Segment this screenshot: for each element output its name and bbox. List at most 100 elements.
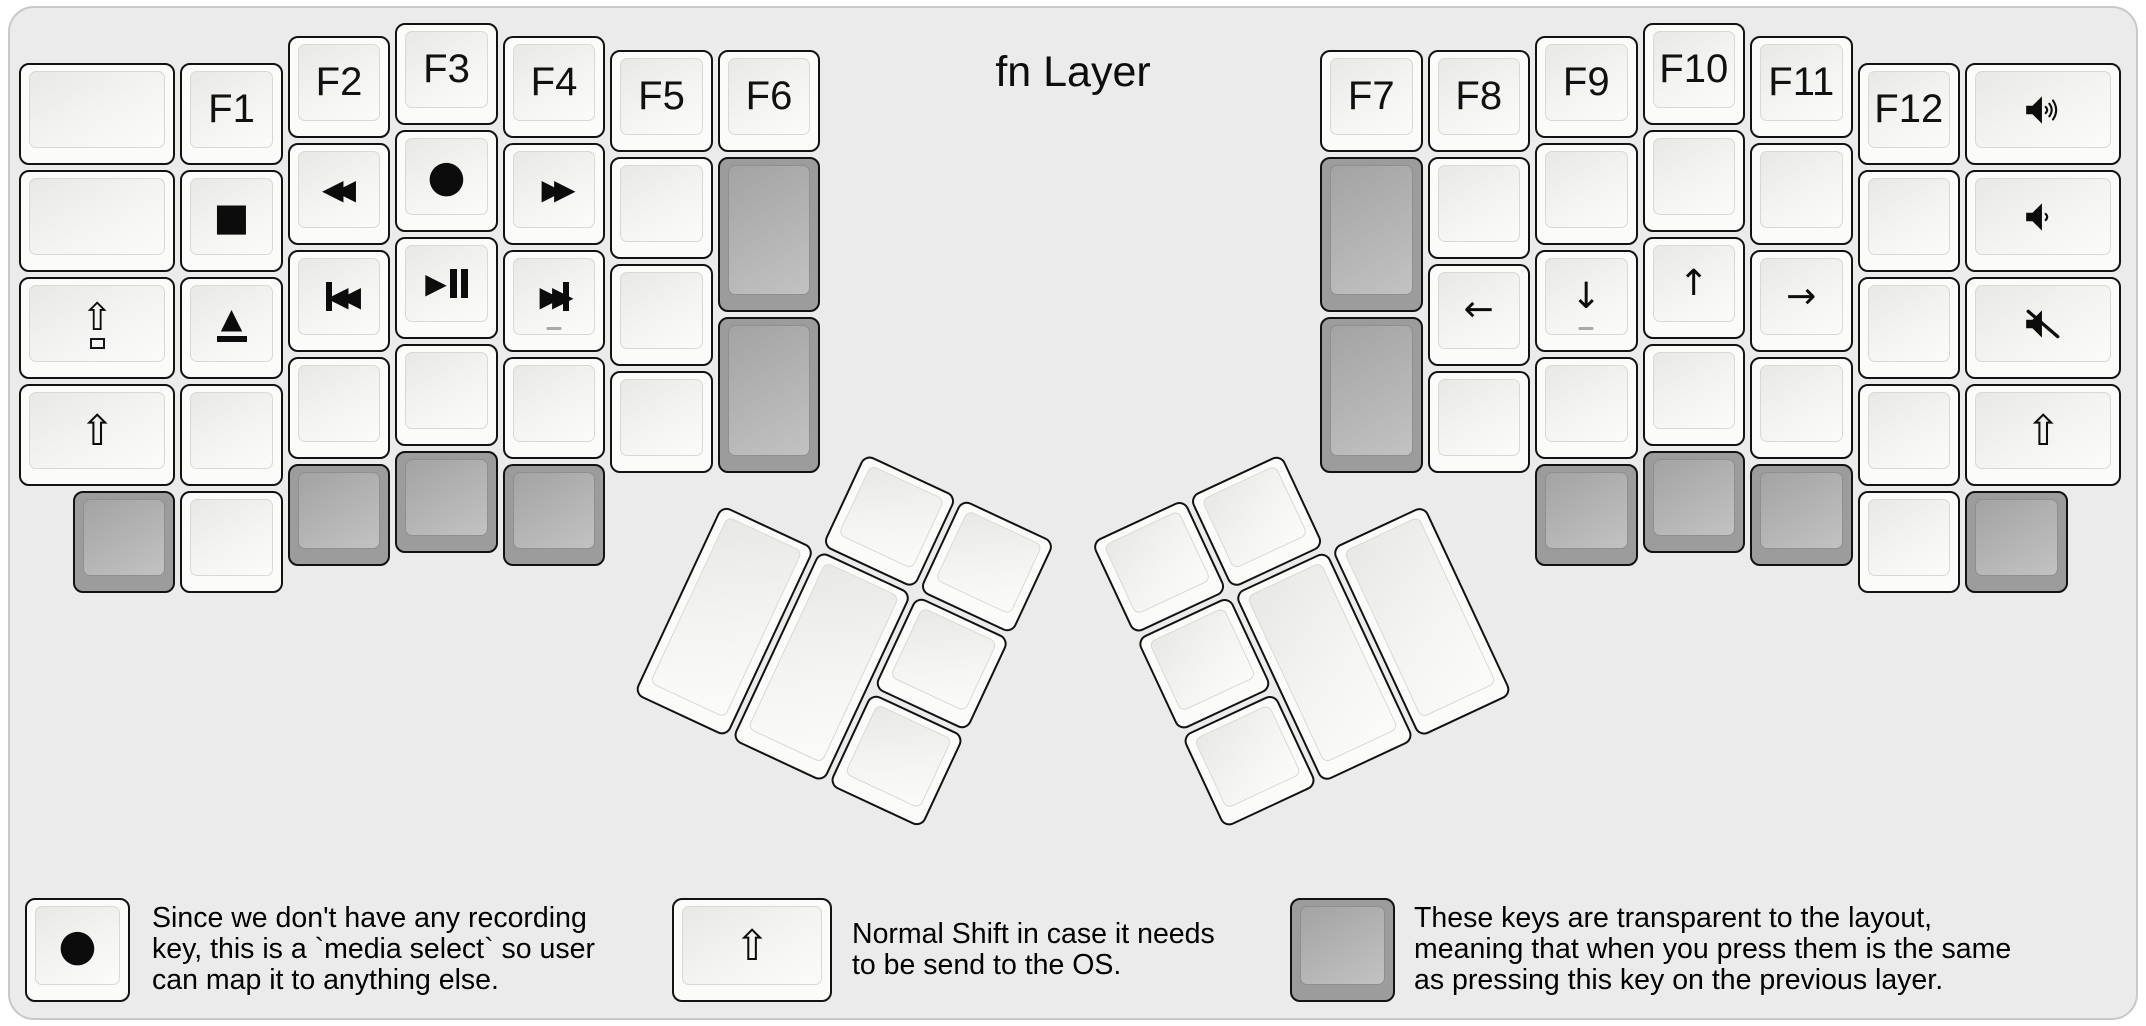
keycap-top [82, 499, 166, 577]
keycap-top [620, 164, 703, 242]
key-volume-down[interactable] [1965, 170, 2122, 273]
key-transparent[interactable] [1750, 464, 1853, 567]
key-blank[interactable] [1857, 170, 1960, 273]
key-blank[interactable] [395, 344, 498, 446]
key-blank[interactable] [19, 170, 176, 273]
keycap-top [1148, 607, 1256, 713]
key-label: F2 [315, 60, 363, 105]
key-shift[interactable]: ⇧ [19, 384, 176, 487]
key-f2[interactable]: F2 [287, 36, 391, 139]
key-transparent[interactable] [717, 156, 821, 313]
key-f11[interactable]: F11 [1750, 36, 1853, 139]
key-transparent[interactable] [1965, 491, 2068, 594]
key-blank[interactable] [19, 63, 176, 166]
keycap-top: ▲ [190, 285, 273, 363]
keycap-top [405, 352, 488, 429]
keycap-top: F10 [1652, 31, 1735, 108]
key-transparent[interactable] [395, 451, 498, 553]
key-f3[interactable]: F3 [395, 23, 498, 125]
key-blank[interactable] [610, 156, 713, 259]
key-prev-track[interactable]: ◀◀ [287, 250, 391, 353]
key-f9[interactable]: F9 [1535, 36, 1638, 139]
keycap-top: ▶▶ [512, 258, 596, 336]
key-mute[interactable] [1965, 277, 2122, 380]
key-blank[interactable] [287, 357, 391, 460]
keycap-top: F4 [512, 44, 596, 122]
key-blank[interactable] [1857, 277, 1960, 380]
keycap-top [405, 459, 488, 536]
key-transparent[interactable] [1320, 156, 1423, 313]
keycap-top [1760, 151, 1843, 229]
key-next-track[interactable]: ▶▶ [502, 250, 606, 353]
shift-icon: ⇧ [79, 405, 115, 455]
key-transparent[interactable] [1642, 451, 1745, 553]
key-blank[interactable] [610, 370, 713, 473]
key-arrow-left[interactable]: ← [1427, 263, 1530, 366]
keycap-top [1867, 285, 1950, 363]
key-blank[interactable] [1427, 370, 1530, 473]
key-blank[interactable] [1857, 491, 1960, 594]
key-rewind[interactable]: ◀◀ [287, 143, 391, 246]
key-f7[interactable]: F7 [1320, 49, 1423, 152]
keycap-top [1975, 285, 2112, 363]
keycap-top: ↑ [1652, 245, 1735, 322]
keycap-top [1193, 704, 1301, 810]
keycap-top [1975, 178, 2112, 256]
keycap-top [1975, 71, 2112, 149]
key-arrow-right[interactable]: → [1750, 250, 1853, 353]
keycap-top: F5 [620, 57, 703, 135]
key-f5[interactable]: F5 [610, 49, 713, 152]
keycap-top [1437, 378, 1520, 456]
key-transparent[interactable] [502, 464, 606, 567]
key-blank[interactable] [1535, 357, 1638, 460]
key-arrow-up[interactable]: ↑ [1642, 237, 1745, 339]
key-fast-forward[interactable]: ▶▶ [502, 143, 606, 246]
key-transparent[interactable] [1320, 317, 1423, 473]
key-record[interactable]: ● [395, 130, 498, 232]
key-blank[interactable] [1535, 143, 1638, 246]
key-transparent[interactable] [287, 464, 391, 567]
key-transparent[interactable] [717, 317, 821, 473]
key-caps-lock[interactable]: ⇧ [19, 277, 176, 380]
caps-lock-icon: ⇧ [81, 298, 113, 350]
key-blank[interactable] [1642, 130, 1745, 232]
keycap-top: F2 [297, 44, 381, 122]
key-f4[interactable]: F4 [502, 36, 606, 139]
key-arrow-down[interactable]: ↓ [1535, 250, 1638, 353]
key-f1[interactable]: F1 [180, 63, 283, 166]
key-blank[interactable] [180, 384, 283, 487]
keycap-top: ↓ [1545, 258, 1628, 336]
key-blank[interactable] [1427, 156, 1530, 259]
key-blank[interactable] [1750, 143, 1853, 246]
keycap-top [1760, 365, 1843, 443]
shift-icon: ⇧ [2025, 405, 2061, 455]
front-print-dash [546, 327, 562, 331]
key-blank[interactable] [1642, 344, 1745, 446]
key-blank[interactable] [1857, 384, 1960, 487]
key-blank[interactable] [502, 357, 606, 460]
keycap-top [889, 606, 998, 712]
key-transparent[interactable] [1535, 464, 1638, 567]
key-play-pause[interactable]: ▶ [395, 237, 498, 339]
key-f8[interactable]: F8 [1427, 49, 1530, 152]
keycap-top [29, 71, 166, 149]
keycap-top: ⇧ [1975, 392, 2112, 470]
key-blank[interactable] [610, 263, 713, 366]
eject-icon: ▲ [216, 305, 247, 343]
key-blank[interactable] [1750, 357, 1853, 460]
key-f10[interactable]: F10 [1642, 23, 1745, 125]
keycap-top [1545, 365, 1628, 443]
key-stop[interactable]: ■ [180, 170, 283, 273]
key-label: F3 [423, 47, 470, 91]
keycap-top [512, 365, 596, 443]
keycap-top [837, 464, 945, 570]
legend-text-shift: Normal Shift in case it needs to be send… [852, 918, 1215, 981]
key-transparent[interactable] [72, 491, 176, 594]
key-shift[interactable]: ⇧ [1965, 384, 2122, 487]
key-volume-up[interactable] [1965, 63, 2122, 166]
key-blank[interactable] [180, 491, 283, 594]
key-eject[interactable]: ▲ [180, 277, 283, 380]
keycap-top: F7 [1330, 57, 1413, 135]
key-f6[interactable]: F6 [717, 49, 821, 152]
key-f12[interactable]: F12 [1857, 63, 1960, 166]
